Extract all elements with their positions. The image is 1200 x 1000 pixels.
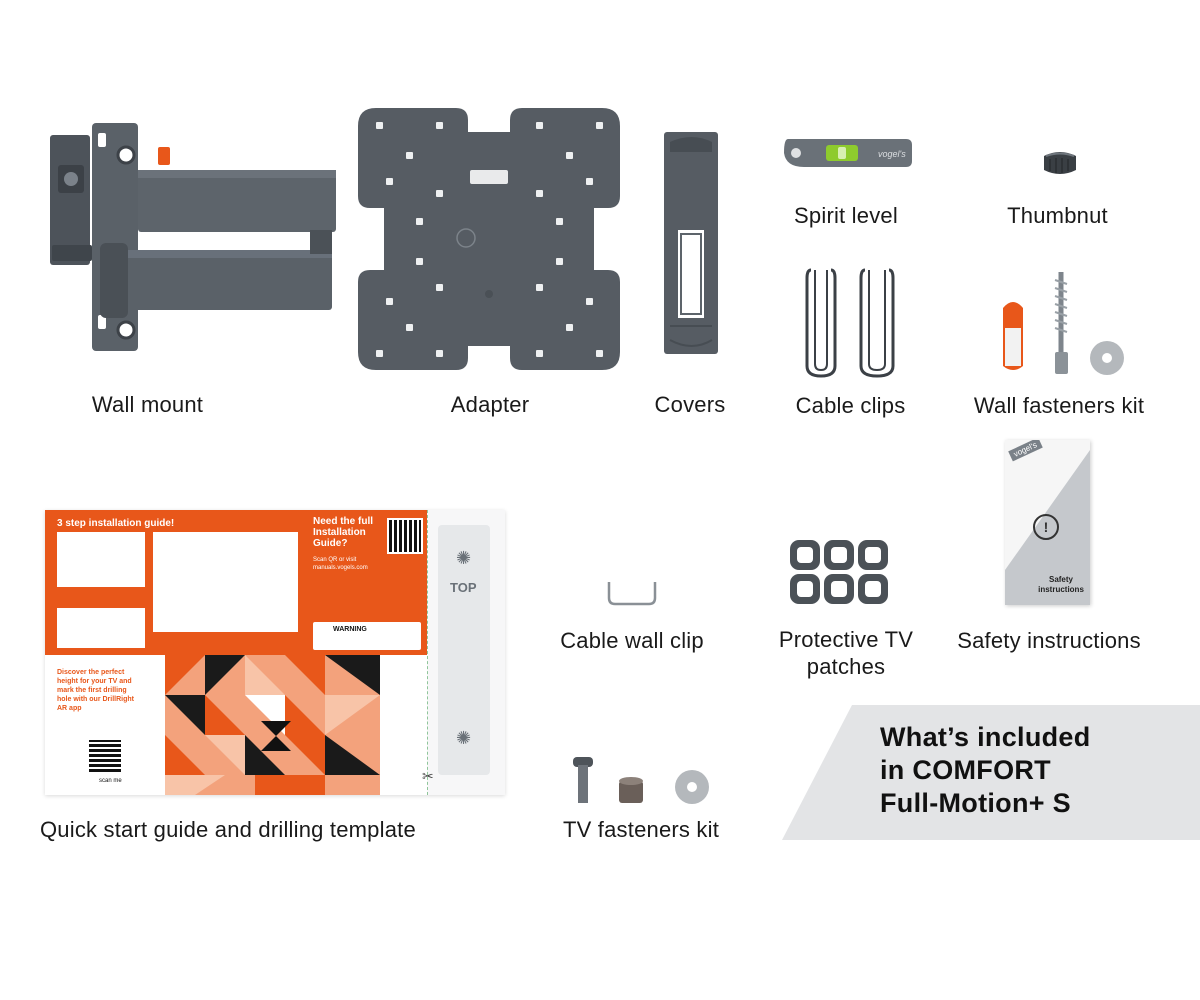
guide-warning: WARNING — [333, 626, 367, 633]
adapter-hole — [536, 284, 543, 291]
adapter-hole — [436, 190, 443, 197]
adapter-hole — [416, 218, 423, 225]
label-quick-start-guide: Quick start guide and drilling template — [40, 817, 416, 842]
adapter-hole — [536, 190, 543, 197]
adapter-hole — [596, 122, 603, 129]
adapter-hole — [586, 298, 593, 305]
label-tv-fasteners-kit: TV fasteners kit — [562, 817, 720, 842]
tv-patch-center — [797, 581, 813, 597]
tv-patch-center — [831, 581, 847, 597]
adapter-hole — [586, 178, 593, 185]
svg-text:vogel's: vogel's — [878, 149, 906, 159]
covers-image — [662, 130, 722, 358]
safety-booklet-text: Safety instructions — [1038, 575, 1084, 594]
guide-scan-text: Scan QR or visit manuals.vogels.com — [313, 557, 368, 571]
label-spirit-level: Spirit level — [794, 203, 898, 228]
guide-discover-text: Discover the perfect height for your TV … — [57, 669, 134, 712]
cable-clips-image — [805, 266, 897, 380]
label-covers: Covers — [654, 392, 726, 417]
guide-step-2 — [153, 532, 298, 632]
banner-title-line-3: Full-Motion+ S — [880, 788, 1071, 818]
tv-patch-center — [865, 547, 881, 563]
adapter-hole — [386, 298, 393, 305]
guide-qr-code — [387, 518, 423, 554]
adapter-hole — [556, 218, 563, 225]
adapter-hole — [406, 324, 413, 331]
adapter-hole — [406, 152, 413, 159]
title-banner — [782, 705, 1200, 840]
label-cable-clips: Cable clips — [795, 393, 906, 418]
adapter-hole — [416, 258, 423, 265]
wall-fasteners-kit-image — [995, 268, 1130, 380]
template-sun-icon-bottom: ✺ — [456, 728, 472, 748]
banner-title-line-1: What’s included — [880, 722, 1091, 752]
label-protective-tv-patches: Protective TV patches — [778, 627, 914, 679]
label-wall-mount: Wall mount — [91, 392, 204, 417]
quick-start-guide-image: 3 step installation guide! Need the full… — [45, 510, 505, 795]
label-thumbnut: Thumbnut — [1007, 203, 1108, 228]
wall-mount-image — [40, 115, 340, 355]
tv-patch-center — [865, 581, 881, 597]
label-cable-wall-clip: Cable wall clip — [560, 628, 704, 653]
adapter-hole — [566, 152, 573, 159]
tv-patch-center — [797, 547, 813, 563]
safety-instructions-booklet: vogel's ! Safety instructions — [1005, 440, 1090, 605]
adapter-hole — [436, 122, 443, 129]
warning-icon: ! — [1033, 514, 1059, 540]
guide-triangle-pattern — [165, 655, 380, 795]
adapter-hole — [386, 178, 393, 185]
guide-qr-code-2 — [89, 740, 121, 772]
adapter-hole — [436, 284, 443, 291]
thumbnut-image — [1040, 150, 1080, 178]
protective-tv-patches-image — [788, 538, 892, 606]
tv-patch-center — [831, 547, 847, 563]
scissors-icon: ✂ — [422, 768, 434, 784]
banner-title-line-2: in COMFORT — [880, 755, 1051, 785]
guide-scan-me: scan me — [99, 778, 122, 784]
guide-need-full: Need the full Installation Guide? — [313, 516, 374, 549]
adapter-hole — [536, 350, 543, 357]
guide-warning-box: WARNING — [313, 622, 421, 650]
tv-fasteners-kit-image — [565, 755, 715, 805]
adapter-hole — [536, 122, 543, 129]
adapter-hole — [596, 350, 603, 357]
label-safety-instructions: Safety instructions — [957, 628, 1141, 653]
template-sun-icon-top: ✺ — [456, 548, 472, 568]
spirit-level-image: vogel's — [782, 135, 914, 171]
cable-wall-clip-image — [605, 580, 659, 608]
template-top-label: TOP — [450, 580, 477, 595]
adapter-hole — [376, 122, 383, 129]
label-wall-fasteners-kit: Wall fasteners kit — [973, 393, 1145, 418]
adapter-plate-image — [358, 108, 620, 370]
template-body — [438, 525, 490, 775]
adapter-hole — [566, 324, 573, 331]
label-adapter: Adapter — [450, 392, 530, 417]
guide-orange-panel: 3 step installation guide! Need the full… — [45, 510, 427, 655]
guide-step-1 — [57, 532, 145, 587]
guide-step-3 — [57, 608, 145, 648]
adapter-hole — [376, 350, 383, 357]
drilling-template: TOP ✺ ✺ ✂ — [422, 510, 505, 795]
guide-heading: 3 step installation guide! — [57, 518, 175, 529]
adapter-hole — [556, 258, 563, 265]
adapter-hole — [436, 350, 443, 357]
